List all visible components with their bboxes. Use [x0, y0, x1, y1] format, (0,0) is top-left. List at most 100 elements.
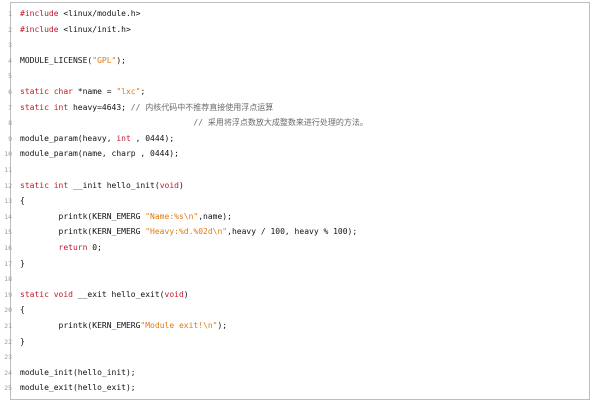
line-number: 2 [8, 25, 12, 34]
code-token: { [20, 196, 25, 206]
code-token: <linux/init.h> [58, 24, 131, 34]
code-line: 10 module_param(name, charp , 0444); [0, 146, 590, 162]
keyword-token: static int [20, 102, 69, 112]
keyword-token: #include [20, 24, 59, 34]
code-line: 6 static char *name = "lxc"; [0, 84, 590, 100]
code-token: printk(KERN_EMERG [20, 227, 146, 237]
code-token: heavy=4643; [68, 102, 131, 112]
code-token [20, 243, 59, 252]
line-number: 9 [8, 134, 12, 143]
code-line: 14 printk(KERN_EMERG "Name:%s\n",name); [0, 209, 590, 225]
string-token: "GPL" [92, 55, 117, 65]
code-text: // 采用将浮点数放大成整数来进行处理的方法。 [20, 115, 368, 131]
code-line: 11 [0, 162, 590, 178]
code-token: ); [217, 321, 228, 330]
code-text: static int __init hello_init(void) [20, 178, 184, 194]
code-text: { [20, 302, 25, 318]
code-line: 21 printk(KERN_EMERG"Module exit!\n"); [0, 318, 590, 334]
code-token: ,name); [198, 211, 232, 221]
keyword-token: void [164, 289, 184, 299]
code-token: } [20, 258, 25, 268]
keyword-token: int [116, 133, 131, 143]
comment-token: // 采用将浮点数放大成整数来进行处理的方法。 [20, 118, 368, 128]
code-line: 24 module_init(hello_init); [0, 365, 590, 381]
code-token: module_param(name, charp , 0444); [20, 149, 179, 159]
line-number: 12 [4, 181, 12, 190]
line-number: 19 [4, 290, 12, 299]
code-text: #include <linux/module.h> [20, 6, 140, 22]
string-token: "Module exit!\n" [140, 321, 218, 330]
code-token: *name = [72, 87, 117, 96]
line-number: 23 [4, 353, 12, 362]
line-number: 17 [4, 259, 12, 268]
code-text: static char *name = "lxc"; [20, 84, 145, 100]
line-number: 13 [4, 197, 12, 206]
code-text: MODULE_LICENSE("GPL"); [20, 53, 126, 69]
code-text: static int heavy=4643; // 内核代码中不推荐直接使用浮点… [20, 100, 273, 116]
code-token: 0; [87, 243, 102, 252]
code-token: MODULE_LICENSE( [20, 55, 93, 65]
code-text: #include <linux/init.h> [20, 22, 131, 38]
keyword-token: static void [20, 289, 73, 299]
code-token: module_param(heavy, [20, 133, 117, 143]
code-line: 19 static void __exit hello_exit(void) [0, 287, 590, 303]
keyword-token: void [159, 180, 179, 190]
code-line: 22} [0, 334, 590, 350]
code-line: 3 [0, 37, 590, 53]
line-number: 8 [8, 119, 12, 128]
line-number: 25 [4, 384, 12, 393]
code-line: 13 { [0, 193, 590, 209]
code-line: 9 module_param(heavy, int , 0444); [0, 131, 590, 147]
code-text: module_init(hello_init); [20, 365, 136, 381]
string-token: "Name:%s\n" [145, 211, 199, 221]
code-text: return 0; [20, 240, 102, 256]
line-number: 24 [4, 368, 12, 377]
code-text: { [20, 193, 25, 209]
code-text: module_param(name, charp , 0444); [20, 146, 179, 162]
code-token: ) [178, 180, 184, 190]
line-number: 5 [8, 72, 12, 81]
code-line: 12 static int __init hello_init(void) [0, 178, 590, 194]
code-token: __exit hello_exit( [72, 289, 165, 299]
string-token: "lxc" [116, 87, 141, 96]
code-token: ; [140, 87, 146, 96]
code-line: 15 printk(KERN_EMERG "Heavy:%d.%02d\n",h… [0, 224, 590, 240]
line-number: 16 [4, 244, 12, 252]
line-number: 10 [4, 150, 12, 159]
keyword-token: #include [20, 9, 59, 18]
line-number: 6 [8, 88, 12, 96]
keyword-token: return [58, 243, 88, 252]
line-number: 3 [8, 41, 12, 50]
code-line: 1 #include <linux/module.h> [0, 6, 590, 22]
code-line: 17} [0, 256, 590, 272]
line-number: 1 [8, 10, 12, 18]
code-token: printk(KERN_EMERG [20, 321, 141, 330]
line-number: 14 [4, 212, 12, 221]
code-text: } [20, 334, 25, 350]
line-number: 20 [4, 306, 12, 315]
code-token: , 0444); [130, 133, 175, 143]
code-line: 7 static int heavy=4643; // 内核代码中不推荐直接使用浮… [0, 100, 590, 116]
code-text: printk(KERN_EMERG "Heavy:%d.%02d\n",heav… [20, 224, 358, 240]
code-text: printk(KERN_EMERG "Name:%s\n",name); [20, 209, 232, 225]
code-text: module_param(heavy, int , 0444); [20, 131, 174, 147]
line-number: 22 [4, 337, 12, 346]
code-token: } [20, 336, 25, 346]
code-text: static void __exit hello_exit(void) [20, 287, 189, 303]
line-number: 7 [8, 103, 12, 112]
line-number: 21 [4, 322, 12, 330]
code-token: printk(KERN_EMERG [20, 211, 146, 221]
code-token: <linux/module.h> [58, 9, 141, 18]
code-line: 2 #include <linux/init.h> [0, 22, 590, 38]
code-line: 8 // 采用将浮点数放大成整数来进行处理的方法。 [0, 115, 590, 131]
code-text: printk(KERN_EMERG"Module exit!\n"); [20, 318, 228, 334]
keyword-token: static int [20, 180, 69, 190]
code-token: ,heavy / 100, heavy % 100); [227, 227, 358, 237]
code-token: __init hello_init( [68, 180, 160, 190]
line-number: 11 [4, 166, 12, 174]
comment-token: // 内核代码中不推荐直接使用浮点运算 [130, 102, 274, 112]
string-token: "Heavy:%d.%02d\n" [145, 227, 228, 237]
code-line: 23 [0, 349, 590, 365]
